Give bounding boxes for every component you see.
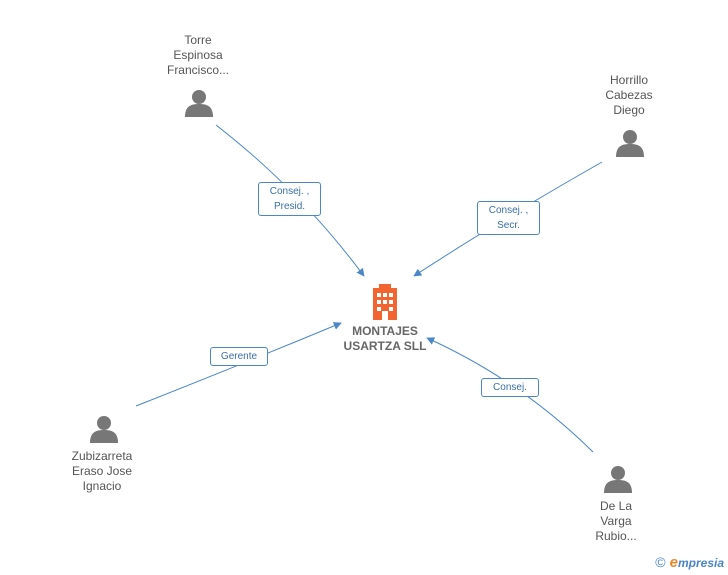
brand-logo-letter: e — [669, 554, 678, 571]
person-name-line: De La — [599, 499, 633, 513]
person-name-line: Horrillo — [609, 73, 648, 87]
role-badge-zubizarreta[interactable]: Gerente — [210, 347, 268, 366]
person-icon — [90, 416, 118, 443]
person-name-line: Eraso Jose — [71, 464, 133, 478]
person-name-line: Ignacio — [82, 479, 122, 493]
role-badge-torre[interactable]: Consej. , Presid. — [258, 182, 321, 216]
person-name-line: Zubizarreta — [71, 449, 133, 463]
company-node[interactable]: MONTAJES USARTZA SLL — [340, 284, 430, 356]
person-name-line: Varga — [600, 514, 632, 528]
role-line: Secr. — [497, 220, 520, 231]
copyright-icon: © — [655, 554, 666, 570]
brand-logo: empresia — [669, 554, 724, 571]
person-name: Zubizarreta Eraso Jose Ignacio — [52, 449, 152, 494]
building-icon — [373, 284, 397, 320]
person-name-line: Francisco... — [166, 63, 229, 77]
role-badge-delavarga[interactable]: Consej. — [481, 378, 539, 397]
role-line: Consej. , — [488, 205, 529, 216]
person-name: Horrillo Cabezas Diego — [579, 73, 679, 118]
role-line: Gerente — [220, 351, 258, 362]
company-name-line1: MONTAJES — [352, 324, 418, 338]
company-name: MONTAJES USARTZA SLL — [340, 324, 430, 354]
company-name-line2: USARTZA SLL — [343, 339, 427, 353]
person-name-line: Espinosa — [173, 48, 223, 62]
brand-logo-text: mpresia — [677, 556, 724, 570]
person-name: Torre Espinosa Francisco... — [148, 33, 248, 78]
person-name-line: Cabezas — [605, 88, 653, 102]
person-name-line: Diego — [613, 103, 645, 117]
role-line: Consej. — [493, 382, 527, 393]
person-name-line: Rubio... — [595, 529, 637, 543]
person-name-line: Torre — [184, 33, 212, 47]
person-icon — [616, 130, 644, 157]
role-line: Presid. — [273, 201, 306, 212]
person-icon — [185, 90, 213, 117]
brand-footer: ©empresia — [655, 554, 724, 571]
person-name: De La Varga Rubio... — [566, 499, 666, 544]
person-icon — [604, 466, 632, 493]
role-badge-horrillo[interactable]: Consej. , Secr. — [477, 201, 540, 235]
role-line: Consej. , — [269, 186, 310, 197]
